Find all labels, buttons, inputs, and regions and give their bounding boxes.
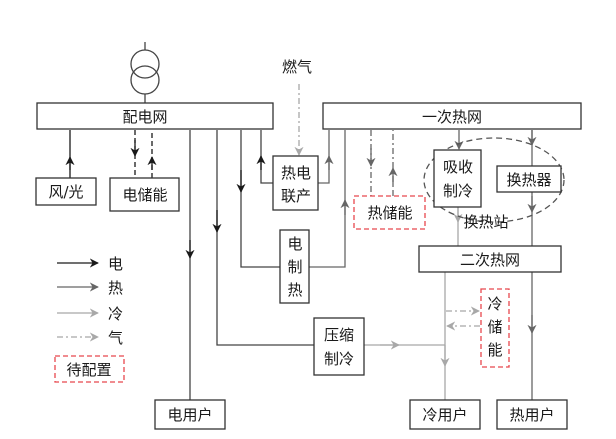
electric-heating-box[interactable]: 电 制 热: [279, 229, 310, 304]
secondary-heat-network-box[interactable]: 二次热网: [418, 245, 562, 273]
electric-heating-label-1: 电: [287, 235, 302, 253]
chp-box[interactable]: 热电 联产: [272, 155, 319, 211]
compression-chiller-box[interactable]: 压缩 制冷: [313, 317, 365, 376]
secondary-heat-network-label: 二次热网: [460, 251, 520, 269]
chp-to-grid-line: [260, 130, 273, 184]
heat-exchanger-label: 换热器: [506, 171, 551, 189]
primary-heat-network-box[interactable]: 一次热网: [322, 102, 582, 130]
gas-label: 燃气: [282, 58, 312, 76]
cold-storage-label-3: 能: [487, 341, 502, 359]
distribution-grid-label: 配电网: [122, 108, 167, 126]
heat-user-box[interactable]: 热用户: [496, 399, 568, 430]
grid-to-compression-line: [216, 130, 314, 346]
thermal-storage-label: 热储能: [367, 204, 412, 222]
electric-heating-label-2: 制: [287, 258, 302, 276]
electric-user-label: 电用户: [167, 406, 212, 424]
legend-heat-label: 热: [108, 279, 123, 297]
chp-label-1: 热电: [281, 164, 311, 182]
electric-storage-label: 电储能: [122, 186, 167, 204]
thermal-storage-box[interactable]: 热储能: [353, 195, 426, 230]
cold-storage-box[interactable]: 冷 储 能: [480, 288, 510, 368]
heat-exchange-station-label: 换热站: [463, 213, 508, 231]
legend-electric-label: 电: [108, 255, 123, 273]
compression-chiller-label-1: 压缩: [324, 326, 354, 344]
wind-solar-label: 风/光: [48, 183, 83, 201]
chp-to-heatnet-line: [318, 130, 330, 184]
electric-user-box[interactable]: 电用户: [154, 399, 226, 430]
legend: 电 热 冷 气 待配置: [54, 255, 125, 383]
eheating-to-heatnet-line: [309, 130, 346, 268]
cold-user-label: 冷用户: [422, 406, 467, 424]
absorption-chiller-box[interactable]: 吸收 制冷: [433, 149, 482, 208]
cold-storage-label-2: 储: [487, 318, 502, 336]
heat-exchange-station-boundary: [423, 137, 565, 223]
wind-solar-box[interactable]: 风/光: [35, 177, 97, 206]
heat-exchanger-box[interactable]: 换热器: [496, 165, 562, 193]
absorption-chiller-label-1: 吸收: [443, 158, 473, 176]
cold-user-box[interactable]: 冷用户: [409, 399, 481, 430]
cold-storage-label-1: 冷: [487, 295, 502, 313]
primary-heat-network-label: 一次热网: [422, 108, 482, 126]
electric-storage-box[interactable]: 电储能: [109, 177, 180, 212]
transformer-icon: [130, 42, 160, 103]
absorption-chiller-label-2: 制冷: [443, 182, 473, 200]
distribution-grid-box[interactable]: 配电网: [36, 102, 274, 130]
heat-user-label: 热用户: [509, 406, 554, 424]
legend-cold-label: 冷: [108, 305, 123, 323]
legend-gas-label: 气: [108, 329, 123, 347]
legend-pending-box: [54, 355, 125, 383]
legend-pending-label: 待配置: [66, 361, 111, 379]
electric-heating-label-3: 热: [287, 281, 302, 299]
chp-label-2: 联产: [281, 187, 311, 205]
compression-chiller-label-2: 制冷: [324, 350, 354, 368]
